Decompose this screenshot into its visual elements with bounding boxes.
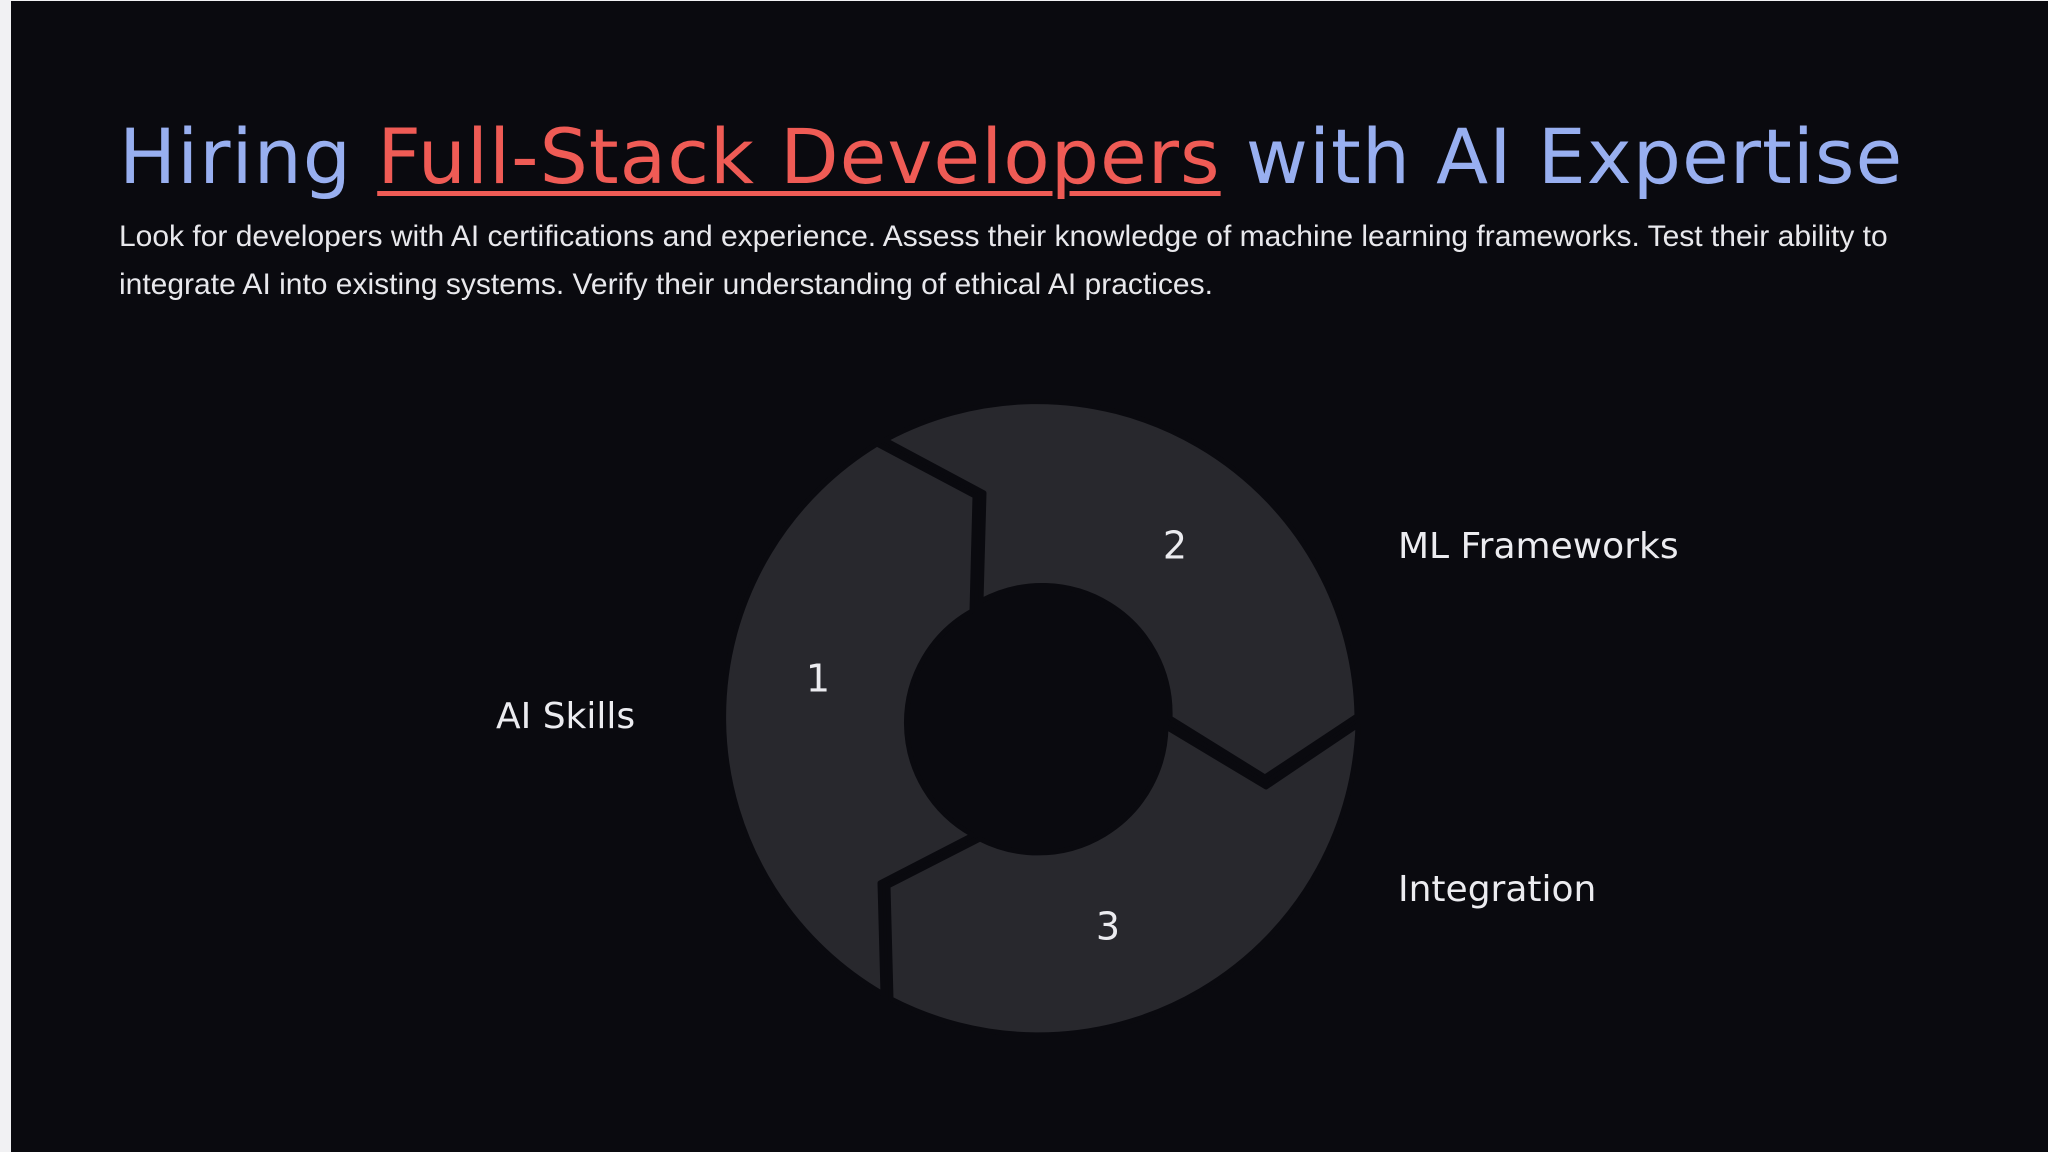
cycle-segment-2	[882, 399, 1360, 780]
segment-3-number: 3	[1096, 905, 1120, 949]
slide: Hiring Full-Stack Developers with AI Exp…	[11, 1, 2048, 1152]
label-integration: Integration	[1398, 869, 1597, 910]
label-ai-skills: AI Skills	[496, 696, 636, 737]
cycle-ring	[721, 399, 1361, 1038]
label-ml-frameworks: ML Frameworks	[1398, 526, 1679, 567]
slide-description: Look for developers with AI certificatio…	[119, 220, 1888, 301]
slide-title: Hiring Full-Stack Developers with AI Exp…	[119, 109, 1903, 205]
segment-1-number: 1	[806, 657, 830, 701]
title-prefix: Hiring	[119, 112, 378, 201]
cycle-segment-1	[721, 441, 978, 997]
title-suffix: with AI Expertise	[1220, 112, 1904, 201]
cycle-diagram: 1 2 3	[721, 399, 1361, 1038]
segment-2-number: 2	[1163, 524, 1187, 568]
cycle-segment-3	[885, 722, 1361, 1038]
title-highlight: Full-Stack Developers	[377, 112, 1221, 201]
